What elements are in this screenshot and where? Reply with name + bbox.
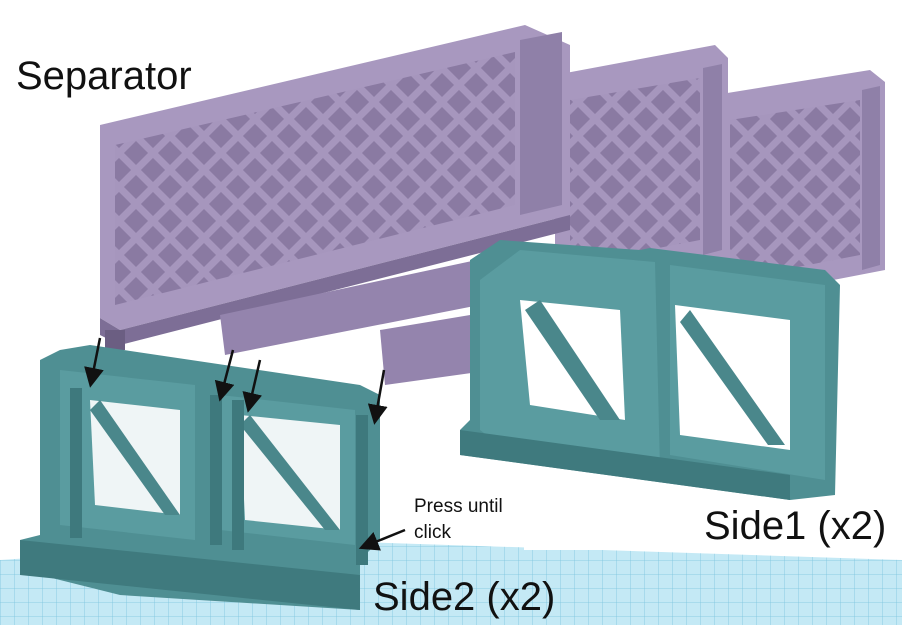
side2-part	[20, 345, 380, 610]
down-arrow-icon	[242, 359, 263, 413]
side1-label: Side1 (x2)	[704, 504, 887, 548]
press-note-line1: Press until	[414, 496, 503, 517]
left-arrow-icon	[358, 528, 406, 551]
down-arrow-icon	[367, 369, 388, 425]
separator-label: Separator	[16, 54, 192, 98]
separator-part-1	[100, 25, 570, 355]
assembly-arrows	[84, 337, 406, 551]
press-until-click-note: Press until click	[414, 494, 503, 546]
blank-area	[524, 496, 702, 550]
down-arrow-icon	[214, 349, 235, 402]
press-note-line2: click	[414, 522, 451, 543]
down-arrow-icon	[84, 337, 104, 388]
side1-part	[460, 240, 840, 500]
side2-label: Side2 (x2)	[373, 575, 556, 619]
separator-part-3	[715, 70, 885, 300]
